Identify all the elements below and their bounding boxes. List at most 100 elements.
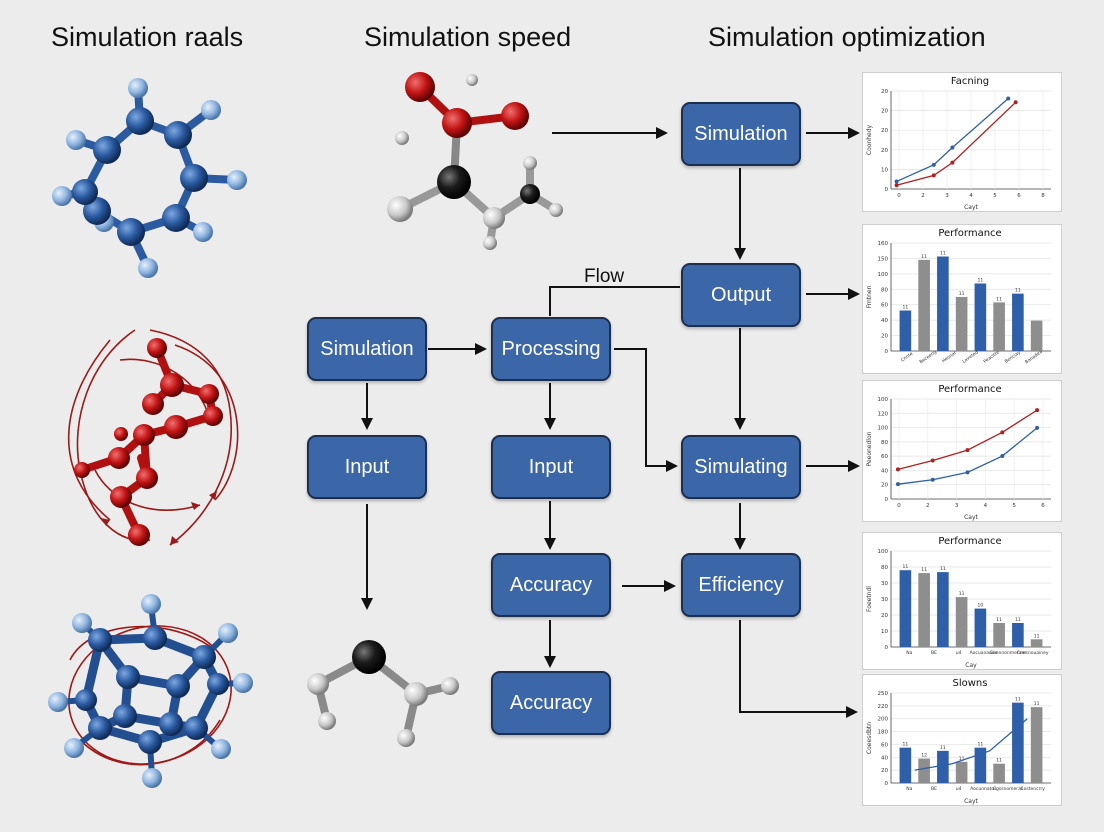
bar xyxy=(955,597,968,647)
x-tick-label: 0 xyxy=(897,503,901,509)
arrow-processing-to-simulating xyxy=(614,348,678,472)
x-category-label: Cnesnouainey xyxy=(1017,650,1049,656)
y-axis-label: Foeetndl xyxy=(866,586,873,612)
chart-performance-lines: PerformancePeeonedlonCayt020406080100120… xyxy=(866,384,1051,521)
data-point xyxy=(1000,454,1005,459)
bar xyxy=(899,747,912,783)
y-tick-label: 10 xyxy=(881,629,888,635)
node-simulation-left[interactable]: Simulation xyxy=(307,317,427,381)
bar xyxy=(899,570,912,647)
chart-performance-bars: PerformanceFrntnen0204060801001501601111… xyxy=(866,228,1051,365)
y-tick-label: 40 xyxy=(881,755,888,761)
y-tick-label: 80 xyxy=(881,287,888,293)
y-tick-label: 20 xyxy=(881,613,888,619)
y-tick-label: 0 xyxy=(885,781,889,787)
bar xyxy=(955,761,968,783)
bar xyxy=(918,758,930,783)
chart-title: Performance xyxy=(938,384,1001,395)
chart-title: Performance xyxy=(938,536,1001,547)
x-tick-label: 5 xyxy=(1012,503,1016,509)
node-efficiency[interactable]: Efficiency xyxy=(681,553,801,617)
y-axis-label: Coeesdbtn xyxy=(866,722,873,754)
flow-label: Flow xyxy=(584,266,625,287)
chart-title: Performance xyxy=(938,228,1001,239)
x-category-label: Cgssnomeras xyxy=(993,786,1024,792)
series-line-0 xyxy=(897,409,1038,471)
y-tick-label: 20 xyxy=(881,148,888,154)
bar-value-label: 11 xyxy=(903,305,909,311)
x-category-label: Heonar xyxy=(941,350,958,364)
data-point xyxy=(895,467,900,472)
bar xyxy=(1012,293,1024,351)
y-tick-label: 60 xyxy=(881,454,888,460)
y-tick-label: 100 xyxy=(878,397,889,403)
data-point xyxy=(965,470,970,475)
x-category-label: Na xyxy=(906,650,912,656)
bar xyxy=(937,256,949,351)
y-tick-label: 60 xyxy=(881,742,888,748)
x-tick-label: 2 xyxy=(921,193,925,199)
data-point xyxy=(1035,408,1040,413)
data-point xyxy=(894,183,899,188)
chart-performance-grouped: PerformanceFoeetndlCay010203030801001111… xyxy=(866,536,1051,669)
node-output[interactable]: Output xyxy=(681,263,801,327)
x-category-label: Peacitte xyxy=(982,349,1000,364)
bar xyxy=(937,572,949,647)
y-axis-label: Peeonedlon xyxy=(866,431,873,466)
y-axis-label: Coonhedy xyxy=(866,124,873,155)
bar-value-label: 11 xyxy=(940,251,946,257)
x-tick-label: 0 xyxy=(897,193,901,199)
bar-value-label: 12 xyxy=(921,753,927,759)
data-point xyxy=(965,448,970,453)
bar xyxy=(899,310,912,351)
bar-value-label: 11 xyxy=(996,758,1002,764)
node-accuracy-1[interactable]: Accuracy xyxy=(491,553,611,617)
y-tick-label: 120 xyxy=(878,411,889,417)
x-category-label: u4 xyxy=(956,650,962,656)
bar xyxy=(974,283,987,351)
chart-slowns: SlownsCoeesdbtnCayt020406018020022025011… xyxy=(866,678,1051,805)
bar xyxy=(937,750,949,783)
x-category-label: Laveted xyxy=(961,349,979,364)
y-tick-label: 160 xyxy=(878,241,889,247)
y-tick-label: 220 xyxy=(878,704,889,710)
bar xyxy=(993,302,1005,351)
node-input-left[interactable]: Input xyxy=(307,435,427,499)
flow-connector xyxy=(549,286,680,316)
bar-value-label: 11 xyxy=(959,756,965,762)
y-tick-label: 40 xyxy=(881,468,888,474)
node-simulation-top[interactable]: Simulation xyxy=(681,102,801,166)
node-accuracy-2[interactable]: Accuracy xyxy=(491,671,611,735)
chart-title: Slowns xyxy=(953,678,988,689)
x-tick-label: 8 xyxy=(1041,193,1045,199)
x-tick-label: 6 xyxy=(1017,193,1021,199)
bar-value-label: 11 xyxy=(996,296,1002,302)
x-category-label: Aocuanaues xyxy=(970,650,998,656)
node-processing[interactable]: Processing xyxy=(491,317,611,381)
data-point xyxy=(930,458,935,463)
x-category-label: u4 xyxy=(956,786,962,792)
x-axis-label: Cayt xyxy=(964,798,978,805)
x-category-label: Coennonmeraer xyxy=(990,650,1027,656)
node-simulating[interactable]: Simulating xyxy=(681,435,801,499)
data-point xyxy=(895,482,900,487)
bar-value-label: 11 xyxy=(940,566,946,572)
data-point xyxy=(1035,425,1040,430)
y-tick-label: 80 xyxy=(881,565,888,571)
data-point xyxy=(950,160,955,165)
column-title-left: Simulation raals xyxy=(51,22,244,52)
y-tick-label: 0 xyxy=(885,645,889,651)
node-input-middle[interactable]: Input xyxy=(491,435,611,499)
bar-value-label: 11 xyxy=(959,291,965,297)
y-tick-label: 20 xyxy=(881,768,888,774)
y-tick-label: 200 xyxy=(878,717,889,723)
y-tick-label: 20 xyxy=(881,128,888,134)
y-tick-label: 100 xyxy=(878,549,889,555)
x-category-label: Costencrry xyxy=(1020,786,1045,792)
x-tick-label: 5 xyxy=(993,193,997,199)
